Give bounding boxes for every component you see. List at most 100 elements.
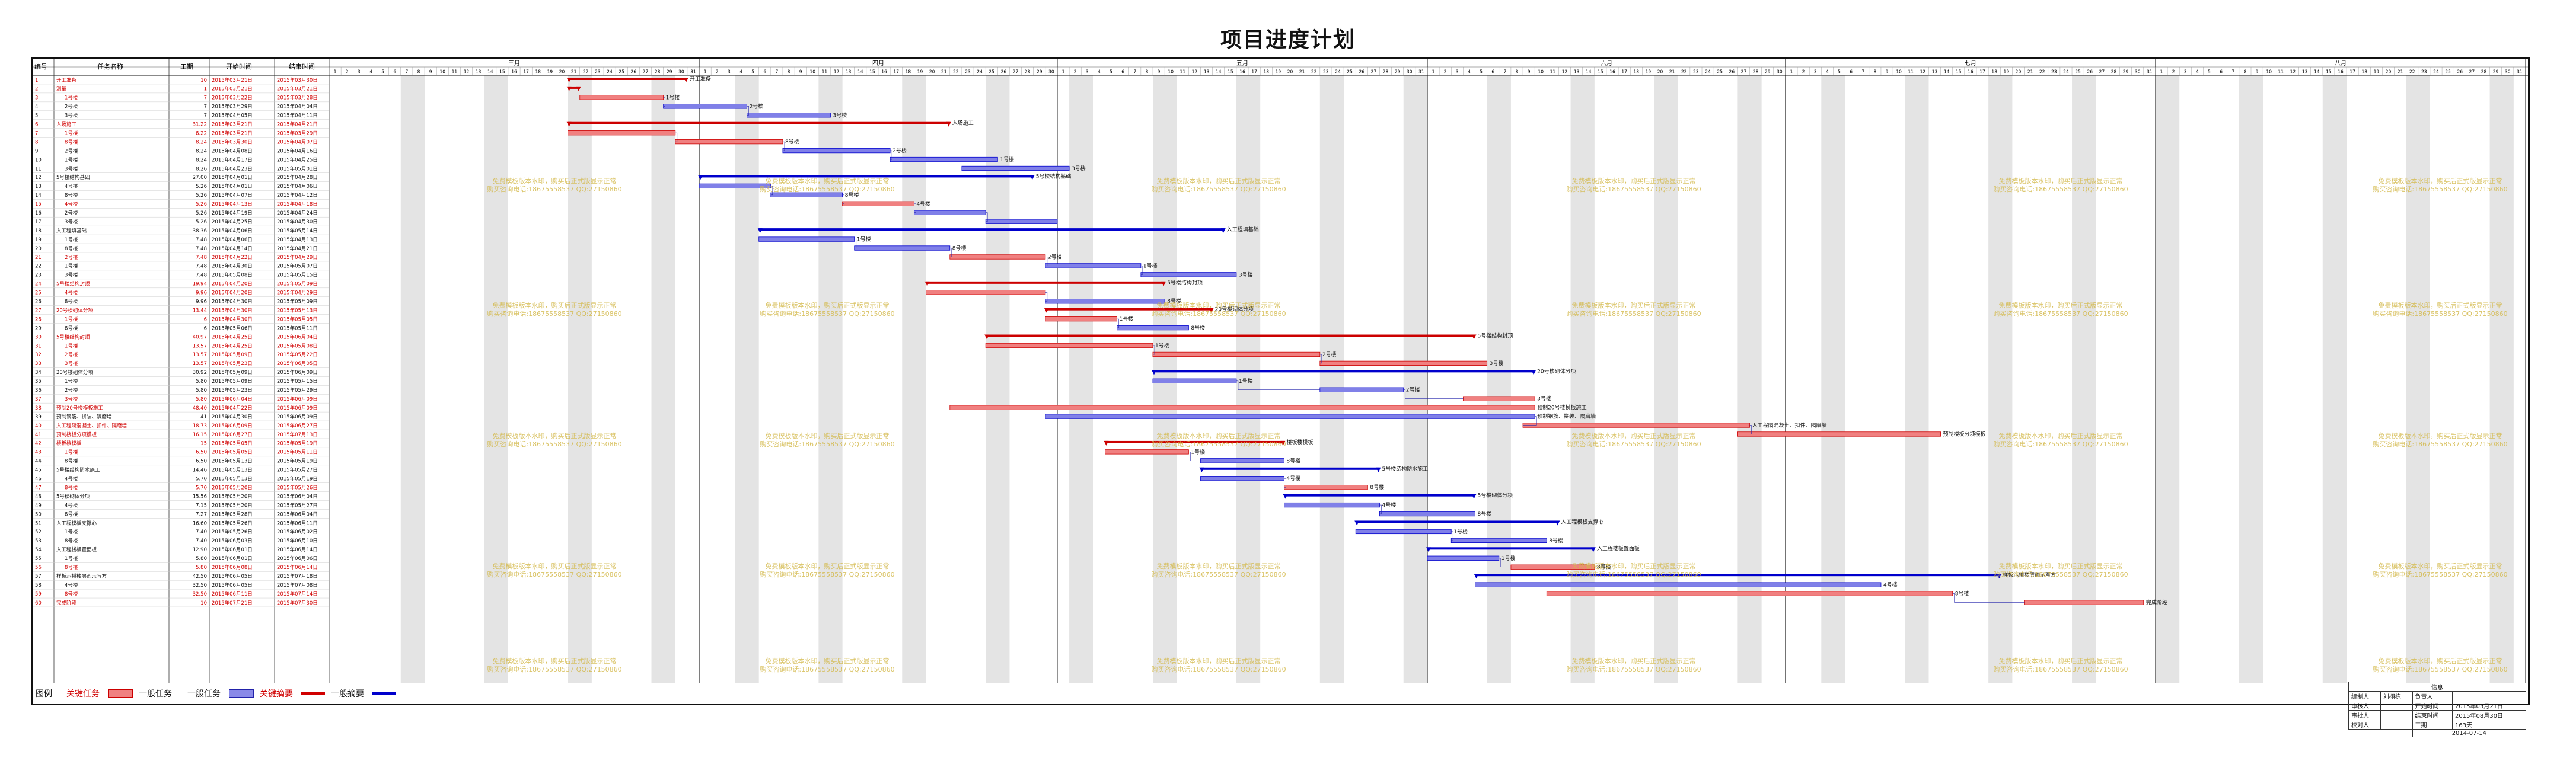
- task-id: 39: [35, 414, 42, 420]
- task-start: 2015年05月05日: [212, 449, 253, 456]
- task-id: 8: [35, 139, 38, 145]
- task-name: 5号楼结构防水施工: [56, 467, 100, 474]
- task-name: 预制楼板分项模板: [56, 431, 97, 438]
- day-label: 28: [2111, 69, 2117, 75]
- bar-label: 8号楼: [1370, 484, 1384, 491]
- bar-label: 20号楼砌体分项: [1537, 367, 1576, 375]
- watermark-text: 购买咨询电话:18675558537 QQ:27150860: [1566, 309, 1701, 318]
- task-bar: [758, 236, 855, 242]
- bar-label: 3号楼: [1537, 395, 1551, 402]
- day-label: 16: [2338, 69, 2344, 75]
- task-id: 21: [35, 255, 42, 261]
- day-label: 3: [1086, 69, 1089, 75]
- task-id: 56: [35, 565, 42, 571]
- day-label: 14: [857, 69, 863, 75]
- weekend-band: [1821, 75, 1845, 683]
- task-start: 2015年04月22日: [212, 254, 253, 261]
- task-duration: 5.26: [196, 184, 207, 190]
- legend-red-task-swatch: [108, 689, 133, 698]
- day-label: 10: [1538, 69, 1544, 75]
- day-label: 6: [1850, 69, 1853, 75]
- task-start: 2015年05月09日: [212, 351, 253, 358]
- task-duration: 6.50: [196, 459, 207, 465]
- day-label: 3: [358, 69, 361, 75]
- day-label: 6: [1121, 69, 1124, 75]
- weekend-band: [1236, 75, 1261, 683]
- day-label: 28: [1753, 69, 1759, 75]
- task-duration: 5.80: [196, 565, 207, 571]
- column-header-start: 开始时间: [226, 62, 252, 71]
- watermark-text: 免费模板版本水印，购买后正式版显示正常: [1157, 657, 1281, 665]
- task-id: 42: [35, 441, 42, 447]
- watermark-text: 购买咨询电话:18675558537 QQ:27150860: [487, 440, 621, 448]
- task-start: 2015年05月13日: [212, 458, 253, 465]
- task-name: 2号楼: [65, 104, 78, 110]
- task-duration: 1: [204, 87, 207, 92]
- task-name: 5号楼结构封顶: [56, 281, 90, 287]
- dependency-link: [1379, 504, 1382, 514]
- task-end: 2015年07月08日: [277, 582, 318, 589]
- task-bar: [1045, 414, 1535, 419]
- summary-start-cap: [924, 281, 930, 286]
- task-end: 2015年06月04日: [277, 334, 318, 340]
- task-bar: [1117, 325, 1189, 331]
- legend-red-summary-label: 关键摘要: [260, 689, 293, 699]
- task-end: 2015年06月04日: [277, 511, 318, 517]
- summary-end-cap: [1531, 370, 1536, 375]
- watermark-text: 购买咨询电话:18675558537 QQ:27150860: [2373, 570, 2507, 578]
- task-duration: 41: [200, 414, 207, 420]
- task-id: 32: [35, 352, 42, 358]
- day-label: 11: [2278, 69, 2284, 75]
- task-end: 2015年03月29日: [277, 130, 318, 136]
- watermark-text: 购买咨询电话:18675558537 QQ:27150860: [1993, 570, 2128, 578]
- task-end: 2015年05月08日: [277, 343, 318, 349]
- task-id: 24: [35, 282, 42, 287]
- info-cell: 编制人: [2348, 691, 2381, 701]
- day-label: 12: [1562, 69, 1568, 75]
- day-label: 21: [2027, 69, 2033, 75]
- task-duration: 18.73: [193, 423, 207, 429]
- day-label: 26: [2457, 69, 2463, 75]
- task-end: 2015年05月15日: [277, 378, 318, 385]
- task-bar: [675, 139, 783, 145]
- task-id: 51: [35, 520, 42, 526]
- task-name: 测量: [56, 87, 67, 92]
- weekend-band: [1654, 75, 1678, 683]
- watermark-text: 购买咨询电话:18675558537 QQ:27150860: [1566, 185, 1701, 193]
- weekend-band: [902, 75, 926, 683]
- weekend-band: [1905, 75, 1929, 683]
- bar-label: 2号楼: [892, 147, 907, 154]
- task-duration: 7.48: [196, 255, 207, 261]
- watermark-text: 购买咨询电话:18675558537 QQ:27150860: [1566, 440, 1701, 448]
- bar-label: 入场施工: [952, 120, 974, 127]
- task-bar: [1450, 538, 1547, 543]
- day-label: 22: [2039, 69, 2045, 75]
- legend: 图例 关键任务 一般任务 一般任务 关键摘要 一般摘要: [36, 686, 396, 701]
- day-label: 23: [595, 69, 601, 75]
- task-id: 49: [35, 503, 42, 509]
- task-duration: 5.26: [196, 193, 207, 199]
- task-start: 2015年04月25日: [212, 343, 253, 349]
- bar-label: 楼板楼模板: [1286, 439, 1313, 446]
- task-bar: [1105, 449, 1189, 455]
- task-id: 16: [35, 210, 42, 216]
- task-name: 楼板楼模板: [56, 440, 82, 447]
- task-start: 2015年05月09日: [212, 378, 253, 385]
- task-bar: [854, 245, 951, 251]
- day-label: 3: [1814, 69, 1817, 75]
- info-cell: 结束时间: [2412, 710, 2453, 720]
- day-label: 6: [393, 69, 396, 75]
- task-start: 2015年06月01日: [212, 555, 253, 562]
- dependency-link: [1523, 416, 1537, 426]
- task-end: 2015年05月19日: [277, 440, 318, 447]
- task-duration: 7.40: [196, 538, 207, 544]
- task-end: 2015年04月29日: [277, 254, 318, 261]
- watermark-text: 免费模板版本水印，购买后正式版显示正常: [766, 431, 890, 440]
- bar-label: 4号楼: [1286, 475, 1300, 482]
- weekend-band: [2322, 75, 2347, 683]
- task-duration: 15.56: [193, 494, 207, 500]
- task-name: 4号楼: [65, 476, 78, 482]
- day-label: 5: [1110, 69, 1112, 75]
- dependency-link: [1236, 380, 1320, 391]
